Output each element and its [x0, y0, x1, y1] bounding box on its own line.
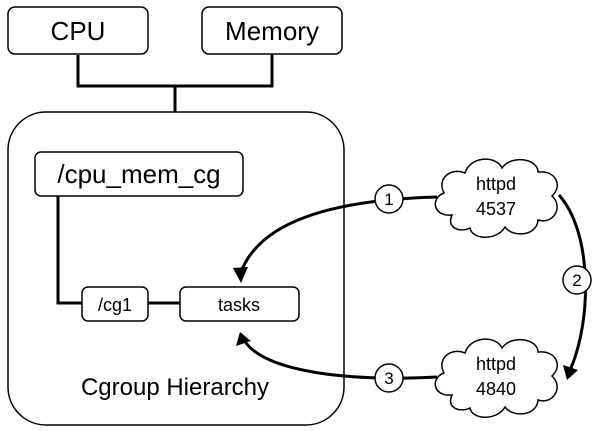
root-cgroup-label: /cpu_mem_cg [57, 159, 220, 189]
step-3-marker: 3 [374, 363, 404, 393]
hierarchy-connectors [56, 195, 180, 305]
tasks-box: tasks [179, 286, 300, 322]
process-4840-name: httpd [476, 354, 516, 374]
process-cloud-4840: httpd 4840 [434, 338, 558, 418]
process-cloud-4537: httpd 4537 [434, 158, 558, 238]
hierarchy-title: Cgroup Hierarchy [81, 374, 269, 401]
memory-label: Memory [225, 16, 319, 46]
step-1-marker: 1 [374, 184, 404, 214]
step-1-label: 1 [384, 190, 393, 209]
cpu-label: CPU [51, 16, 106, 46]
process-4840-pid: 4840 [476, 379, 516, 399]
memory-box: Memory [201, 6, 343, 55]
child-cgroup-label: /cg1 [98, 295, 132, 315]
tasks-label: tasks [218, 295, 260, 315]
step-2-label: 2 [572, 271, 581, 290]
process-4537-pid: 4537 [476, 199, 516, 219]
step-3-label: 3 [384, 369, 393, 388]
root-cgroup-box: /cpu_mem_cg [34, 151, 244, 197]
child-cgroup-box: /cg1 [81, 286, 149, 322]
step-2-marker: 2 [562, 265, 592, 295]
process-4537-name: httpd [476, 174, 516, 194]
resource-connector [76, 55, 274, 112]
cpu-box: CPU [7, 6, 149, 55]
